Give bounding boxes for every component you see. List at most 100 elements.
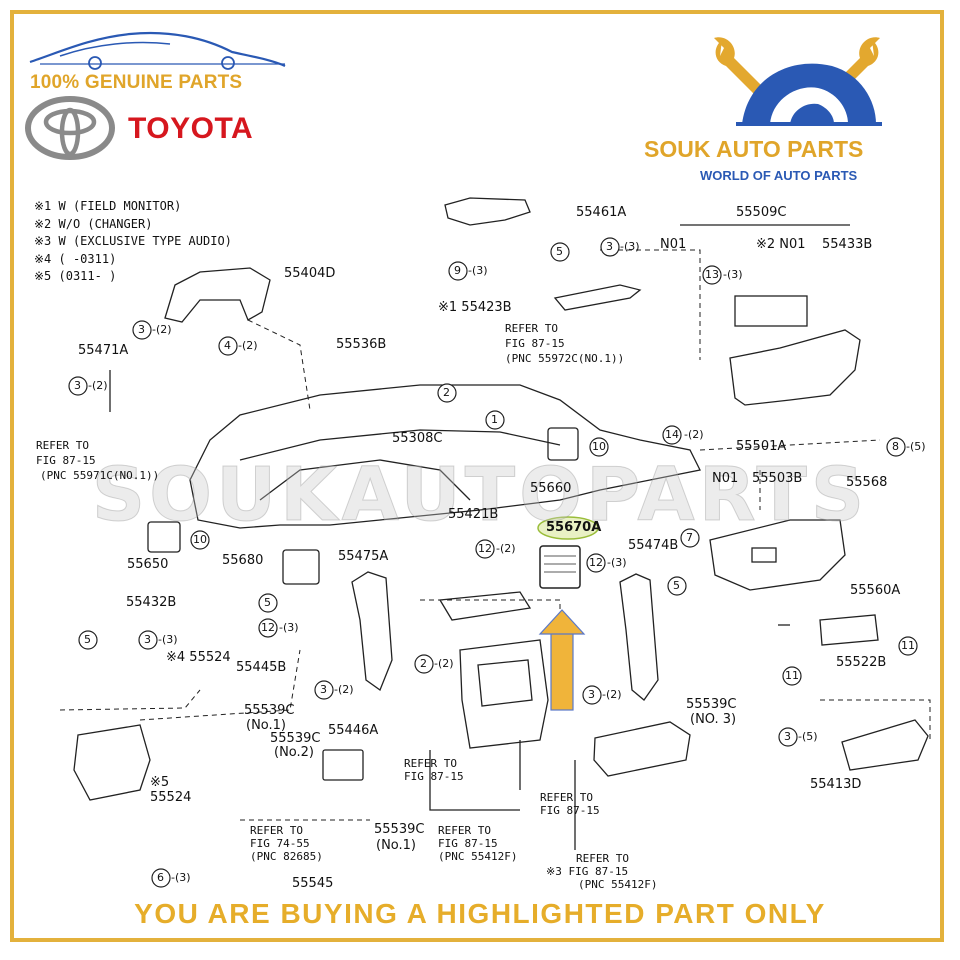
watermark-text: SOUKAUTOPARTS xyxy=(91,452,869,539)
refer-c2-3: (PNC 55412F) xyxy=(438,850,518,863)
part-55524-b: 55524 xyxy=(150,790,192,805)
callout-9: 9 xyxy=(454,264,461,277)
footer-notice: YOU ARE BUYING A HIGHLIGHTED PART ONLY xyxy=(134,898,826,929)
part-55539C-a: 55539C xyxy=(244,703,295,718)
callout-12-b-qty: -(3) xyxy=(607,556,627,569)
souk-tagline: WORLD OF AUTO PARTS xyxy=(700,168,858,183)
part-55433B: 55433B xyxy=(822,237,873,252)
highlighted-vent-55670A xyxy=(539,545,581,589)
part-55539C-b: 55539C xyxy=(270,731,321,746)
callout-5-d: 5 xyxy=(84,633,91,646)
callout-12-a-qty: -(2) xyxy=(496,542,516,555)
refer-left-2: FIG 87-15 xyxy=(36,454,96,467)
part-55536B: 55536B xyxy=(336,337,387,352)
highlight-oval xyxy=(537,516,599,540)
refer-b-2: FIG 74-55 xyxy=(250,837,310,850)
lamp-lens xyxy=(819,614,879,646)
note-1: ※1 W (FIELD MONITOR) xyxy=(34,199,182,213)
meter-hood xyxy=(164,267,271,323)
callout-6-qty: -(3) xyxy=(171,871,191,884)
callout-3-f-qty: -(2) xyxy=(602,688,622,701)
callout-10-a: 10 xyxy=(592,440,606,453)
trim-strip xyxy=(553,284,642,311)
part-55670A-highlighted[interactable]: 55670A xyxy=(546,520,602,535)
part-55503B: 55503B xyxy=(752,471,803,486)
part-55680: 55680 xyxy=(222,553,264,568)
callout-3-g-qty: -(5) xyxy=(798,730,818,743)
part-55560A: 55560A xyxy=(850,583,901,598)
part-55539C-c: 55539C xyxy=(686,697,737,712)
note-3: ※3 W (EXCLUSIVE TYPE AUDIO) xyxy=(34,234,232,248)
part-55539C-a-no: (No.1) xyxy=(246,718,286,733)
refer-c4-2: ※3 FIG 87-15 xyxy=(546,865,629,878)
callout-5-c: 5 xyxy=(264,596,271,609)
car-silhouette-icon xyxy=(29,31,286,70)
glove-box-upper xyxy=(729,329,861,406)
part-55524-a: ※4 55524 xyxy=(166,650,231,665)
callout-6: 6 xyxy=(157,871,164,884)
part-55509C: 55509C xyxy=(736,205,787,220)
gold-border-frame xyxy=(10,10,944,942)
glove-compartment-box xyxy=(734,295,808,327)
refer-top-2: FIG 87-15 xyxy=(505,337,565,350)
callout-3-c-qty: -(3) xyxy=(620,240,640,253)
part-55524-b-mark: ※5 xyxy=(150,775,170,790)
callout-2-a: 2 xyxy=(443,386,450,399)
genuine-parts-text: 100% GENUINE PARTS xyxy=(30,72,243,93)
part-55475A: 55475A xyxy=(338,549,389,564)
part-55471A: 55471A xyxy=(78,343,129,358)
refer-c3-2: FIG 87-15 xyxy=(540,804,600,817)
callout-9-qty: -(3) xyxy=(468,264,488,277)
part-55432B: 55432B xyxy=(126,595,177,610)
part-55539C-d-no: (No.1) xyxy=(376,838,416,853)
vent-55660 xyxy=(547,427,579,461)
callout-10-b: 10 xyxy=(193,533,207,546)
side-trim-right xyxy=(619,573,659,701)
refer-c2-1: REFER TO xyxy=(438,824,491,837)
refer-b-3: (PNC 82685) xyxy=(250,850,323,863)
callout-3-d-qty: -(2) xyxy=(334,683,354,696)
part-55650: 55650 xyxy=(127,557,169,572)
callout-5-b: 5 xyxy=(556,245,563,258)
part-55539C-d: 55539C xyxy=(374,822,425,837)
part-N01-b: ※2 N01 xyxy=(756,237,806,252)
note-2: ※2 W/O (CHANGER) xyxy=(34,216,153,231)
callout-4-qty: -(2) xyxy=(238,339,258,352)
callout-12-c-qty: -(3) xyxy=(279,621,299,634)
note-5: ※5 (0311- ) xyxy=(34,269,117,283)
center-cluster xyxy=(459,639,549,749)
part-55423B: ※1 55423B xyxy=(438,300,512,315)
callout-3-c: 3 xyxy=(606,240,613,253)
refer-left-1: REFER TO xyxy=(36,439,89,452)
refer-c1-1: REFER TO xyxy=(404,757,457,770)
audio-panel xyxy=(593,721,691,777)
part-55660: 55660 xyxy=(530,481,572,496)
part-N01-a: N01 xyxy=(660,237,687,252)
highlight-arrow-icon xyxy=(538,609,586,711)
part-55413D: 55413D xyxy=(810,777,862,792)
refer-top-3: (PNC 55972C(NO.1)) xyxy=(505,352,625,365)
refer-c2-2: FIG 87-15 xyxy=(438,837,498,850)
note-4: ※4 ( -0311) xyxy=(34,251,117,266)
callout-3-b: 3 xyxy=(74,379,81,392)
center-bezel xyxy=(438,591,532,621)
part-55446A: 55446A xyxy=(328,723,379,738)
part-55568: 55568 xyxy=(846,475,888,490)
callout-11-b: 11 xyxy=(901,639,915,652)
part-55461A: 55461A xyxy=(576,205,627,220)
vent-55650 xyxy=(147,521,181,553)
side-trim-left xyxy=(351,571,393,692)
switch-panel xyxy=(322,749,364,781)
callout-8-qty: -(5) xyxy=(906,440,926,453)
callout-14: 14 xyxy=(665,428,679,441)
souk-brand-name: SOUK AUTO PARTS xyxy=(644,136,864,162)
part-55539C-b-no: (No.2) xyxy=(274,745,314,760)
part-55308C: 55308C xyxy=(392,431,443,446)
refer-c4-3: (PNC 55412F) xyxy=(578,878,658,891)
refer-c3-1: REFER TO xyxy=(540,791,593,804)
part-55545: 55545 xyxy=(292,876,334,891)
toyota-emblem-icon xyxy=(25,96,115,160)
refer-left-3: (PNC 55971C(NO.1)) xyxy=(40,469,160,482)
refer-c4-1: REFER TO xyxy=(576,852,629,865)
